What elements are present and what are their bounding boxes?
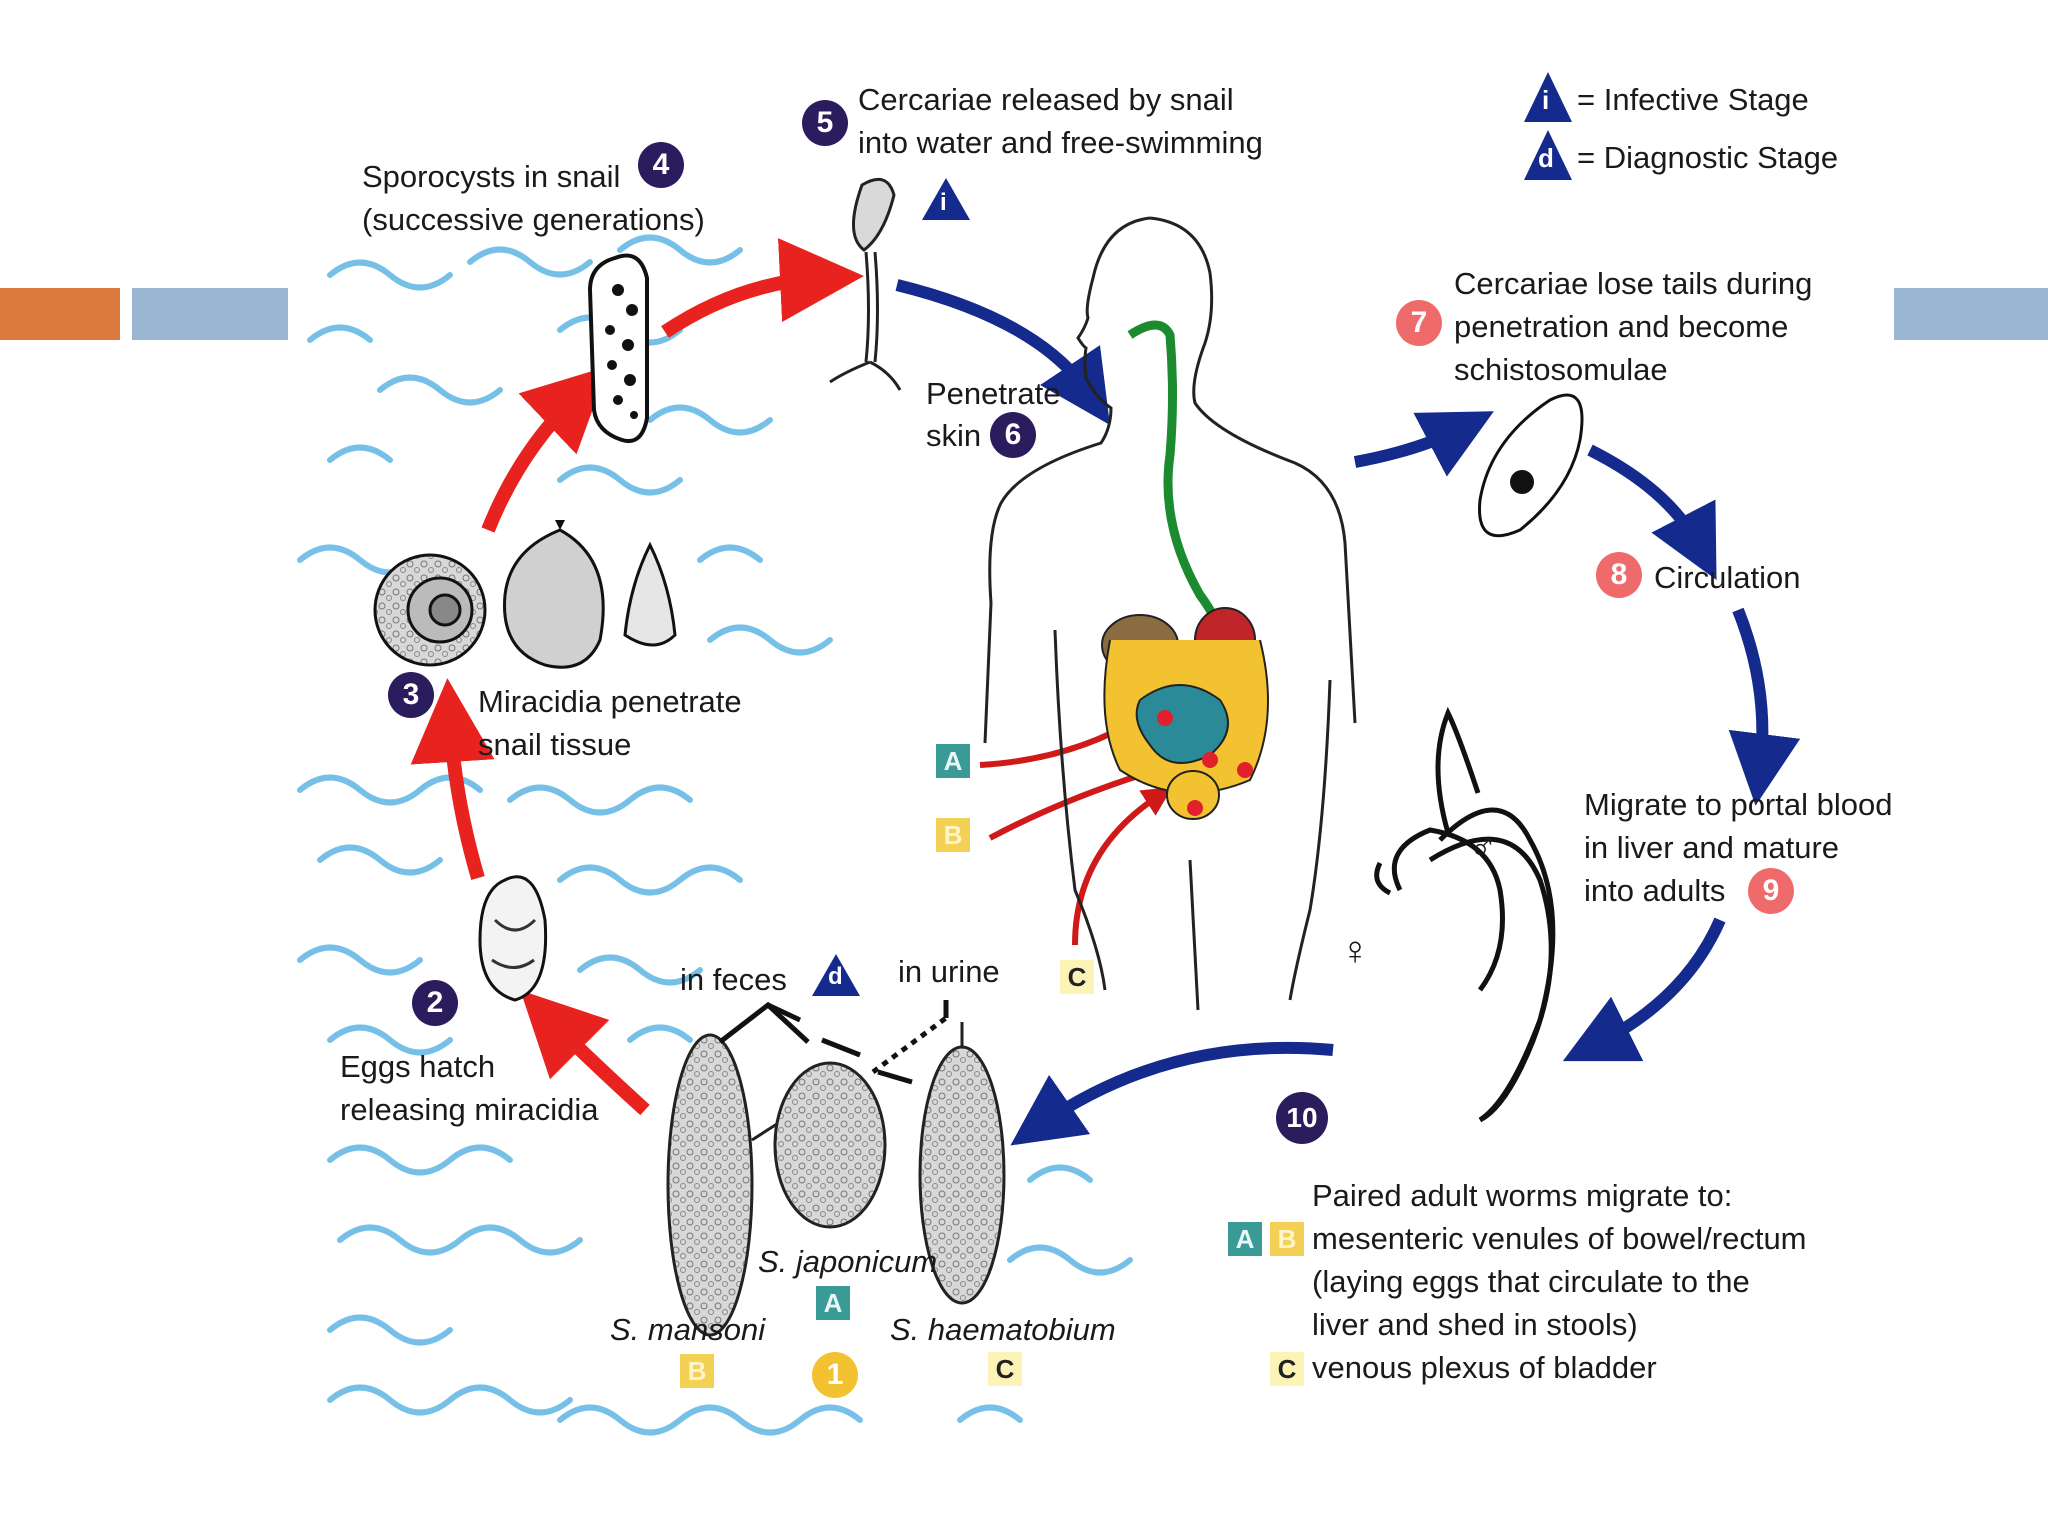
miracidium-figure bbox=[478, 875, 548, 1002]
paired-worms-label-line2: mesenteric venules of bowel/rectum bbox=[1312, 1221, 1807, 1256]
japonicum-label: S. japonicum bbox=[758, 1244, 938, 1279]
cercariae-label-line1: Cercariae released by snail bbox=[858, 82, 1234, 117]
cercaria-figure bbox=[829, 177, 902, 391]
lose-tails-label-line3: schistosomulae bbox=[1454, 352, 1668, 387]
miracidia-label-line2: snail tissue bbox=[478, 727, 632, 762]
eggs-hatch-label-line2: releasing miracidia bbox=[340, 1092, 599, 1127]
penetrate-label-line2: skin bbox=[926, 418, 982, 453]
legend-diagnostic-label: = Diagnostic Stage bbox=[1577, 140, 1839, 175]
miracidia-label-line1: Miracidia penetrate bbox=[478, 684, 742, 719]
step-6-badge: 6 bbox=[990, 412, 1036, 458]
migrate-label-line3: into adults bbox=[1584, 873, 1726, 908]
circulation-label: Circulation bbox=[1654, 560, 1801, 595]
tag-c-body: C bbox=[1060, 960, 1094, 994]
step-2-badge: 2 bbox=[412, 980, 458, 1026]
paired-worms-label-line1: Paired adult worms migrate to: bbox=[1312, 1178, 1733, 1213]
female-symbol: ♀ bbox=[1340, 929, 1370, 973]
step-3-badge: 3 bbox=[388, 672, 434, 718]
mansoni-label: S. mansoni bbox=[610, 1312, 766, 1347]
eggs-hatch-label-line1: Eggs hatch bbox=[340, 1049, 496, 1084]
orange-accent-bar bbox=[0, 288, 120, 340]
blue-accent-bar-right bbox=[1894, 288, 2048, 340]
schistosomulum-figure bbox=[1478, 393, 1584, 538]
step-10-badge: 10 bbox=[1276, 1092, 1328, 1144]
legend-triangles bbox=[812, 72, 1572, 996]
human-body bbox=[983, 216, 1357, 1011]
tag-a-body: A bbox=[936, 744, 970, 778]
step-1-badge: 1 bbox=[812, 1352, 858, 1398]
step-7-badge: 7 bbox=[1396, 300, 1442, 346]
tag-b-body: B bbox=[936, 818, 970, 852]
tag-c-haematobium: C bbox=[988, 1352, 1022, 1386]
eggs-figures bbox=[666, 1022, 1006, 1337]
paired-worms-label-line4: liver and shed in stools) bbox=[1312, 1307, 1638, 1342]
diagnostic-marker-letter: d bbox=[828, 963, 843, 990]
tag-c-legend: C bbox=[1270, 1352, 1304, 1386]
snail-figures bbox=[373, 520, 677, 669]
in-urine-label: in urine bbox=[898, 954, 1000, 989]
lose-tails-label-line2: penetration and become bbox=[1454, 309, 1789, 344]
male-symbol: ♂ bbox=[1468, 825, 1498, 869]
sporocyst-figure bbox=[587, 253, 649, 443]
step-9-badge: 9 bbox=[1748, 868, 1794, 914]
digestive-tract bbox=[1101, 320, 1269, 820]
migrate-label-line2: in liver and mature bbox=[1584, 830, 1840, 865]
blue-cycle-arrows bbox=[895, 279, 1801, 1146]
sporocysts-label-line1: Sporocysts in snail bbox=[362, 159, 621, 194]
lose-tails-label-line1: Cercariae lose tails during bbox=[1454, 266, 1813, 301]
step-5-badge: 5 bbox=[802, 100, 848, 146]
tag-a-legend: A bbox=[1228, 1222, 1262, 1256]
adult-worms-figure bbox=[1374, 706, 1556, 1123]
tag-b-legend: B bbox=[1270, 1222, 1304, 1256]
cercariae-label-line2: into water and free-swimming bbox=[858, 125, 1263, 160]
tag-a-japonicum: A bbox=[816, 1286, 850, 1320]
tag-b-mansoni: B bbox=[680, 1354, 714, 1388]
paired-worms-label-line5: venous plexus of bladder bbox=[1312, 1350, 1657, 1385]
infective-marker-letter: i bbox=[940, 189, 947, 216]
red-cycle-arrows bbox=[410, 238, 864, 1116]
penetrate-label-line1: Penetrate bbox=[926, 376, 1061, 411]
sporocysts-label-line2: (successive generations) bbox=[362, 202, 705, 237]
legend-i-letter: i bbox=[1542, 85, 1550, 115]
legend-d-letter: d bbox=[1538, 143, 1554, 173]
step-8-badge: 8 bbox=[1596, 552, 1642, 598]
migrate-label-line1: Migrate to portal blood bbox=[1584, 787, 1893, 822]
legend-infective-label: = Infective Stage bbox=[1577, 82, 1809, 117]
egg-label-lines bbox=[718, 1000, 949, 1085]
haematobium-label: S. haematobium bbox=[890, 1312, 1116, 1347]
in-feces-label: in feces bbox=[680, 962, 787, 997]
blue-accent-bar-left bbox=[132, 288, 288, 340]
step-4-badge: 4 bbox=[638, 142, 684, 188]
paired-worms-label-line3: (laying eggs that circulate to the bbox=[1312, 1264, 1750, 1299]
